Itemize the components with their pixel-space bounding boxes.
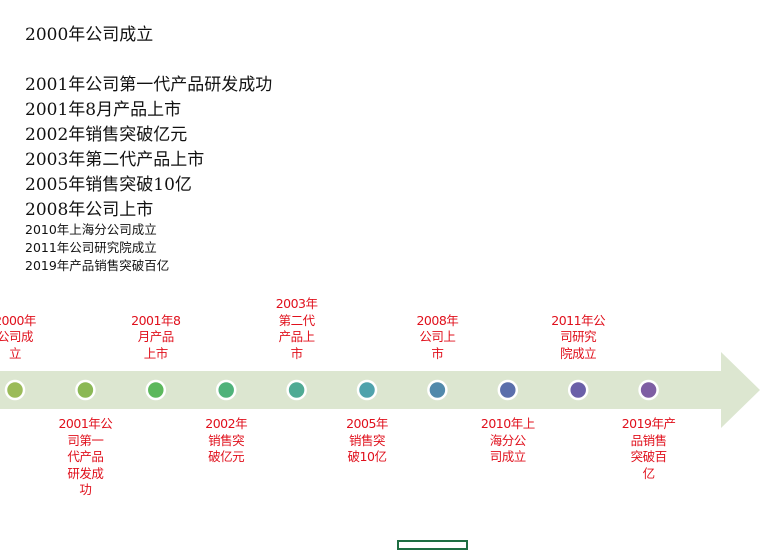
label-line: 品销售 <box>630 432 668 448</box>
timeline-event-label: 2019年产品销售突破百亿 <box>614 416 684 482</box>
label-line: 司成立 <box>489 449 527 464</box>
label-line: 代产品 <box>67 449 104 464</box>
label-line: 2000年 <box>0 312 36 328</box>
label-line: 2001年公 <box>58 416 113 431</box>
list-item: 2001年公司第一代产品研发成功 <box>25 75 273 95</box>
label-line: 产品上 <box>278 329 316 344</box>
timeline-event-label: 2001年公司第一代产品研发成功 <box>50 416 120 499</box>
label-line: 2002年 <box>205 416 248 431</box>
list-item: 2005年销售突破10亿 <box>25 175 192 195</box>
label-line: 2011年公 <box>551 312 606 328</box>
timeline-event-label: 2010年上海分公司成立 <box>473 416 543 466</box>
timeline-dot <box>145 379 167 401</box>
list-item: 2011年公司研究院成立 <box>25 240 157 255</box>
selected-cell[interactable] <box>397 540 468 550</box>
list-item: 2002年销售突破亿元 <box>25 125 188 145</box>
label-line: 销售突 <box>208 432 245 448</box>
label-line: 司研究 <box>560 329 597 344</box>
timeline-event-label: 2008年公司上市 <box>402 313 472 363</box>
label-line: 破亿元 <box>208 449 245 464</box>
label-line: 公司成 <box>0 329 34 344</box>
label-line: 2003年 <box>275 296 318 311</box>
label-line: 2019年产 <box>621 416 676 431</box>
timeline-dot <box>4 379 26 401</box>
timeline-dot <box>286 379 307 401</box>
label-line: 市 <box>290 345 304 361</box>
label-line: 2008年 <box>416 312 459 328</box>
timeline-dot <box>638 379 659 401</box>
label-line: 2001年8 <box>131 312 181 328</box>
label-line: 突破百 <box>630 449 668 464</box>
list-item: 2003年第二代产品上市 <box>25 150 205 170</box>
label-line: 海分公 <box>489 432 527 448</box>
timeline-dot <box>427 379 448 401</box>
label-line: 公司上 <box>419 329 456 344</box>
timeline-dot <box>215 379 237 401</box>
label-line: 亿 <box>642 465 656 481</box>
timeline-event-label: 2002年销售突破亿元 <box>191 416 261 466</box>
label-line: 院成立 <box>560 345 597 361</box>
timeline-event-label: 2005年销售突破10亿 <box>332 416 402 466</box>
timeline-dot <box>497 379 519 401</box>
label-line: 2010年上 <box>480 416 535 431</box>
timeline-dot <box>356 379 378 401</box>
timeline-arrow <box>0 352 760 428</box>
timeline-event-label: 2000年公司成立 <box>0 313 50 363</box>
label-line: 司第一 <box>67 432 104 448</box>
label-line: 研发成 <box>67 465 104 481</box>
list-item: 2019年产品销售突破百亿 <box>25 258 170 273</box>
list-item: 2010年上海分公司成立 <box>25 222 157 237</box>
list-item: 2000年公司成立 <box>25 25 154 45</box>
list-item: 2008年公司上市 <box>25 200 154 220</box>
label-line: 销售突 <box>348 432 386 448</box>
label-line: 立 <box>8 345 22 361</box>
timeline-dot <box>75 379 96 401</box>
label-line: 月产品 <box>137 329 175 344</box>
timeline-dot <box>567 379 589 401</box>
label-line: 上市 <box>143 345 169 361</box>
timeline-event-label: 2003年第二代产品上市 <box>262 296 332 362</box>
label-line: 市 <box>431 345 444 361</box>
list-item: 2001年8月产品上市 <box>25 100 182 120</box>
label-line: 功 <box>79 482 92 497</box>
label-line: 第二代 <box>278 312 316 328</box>
timeline-event-label: 2011年公司研究院成立 <box>543 313 613 363</box>
label-line: 破10亿 <box>347 449 387 464</box>
label-line: 2005年 <box>346 416 388 431</box>
